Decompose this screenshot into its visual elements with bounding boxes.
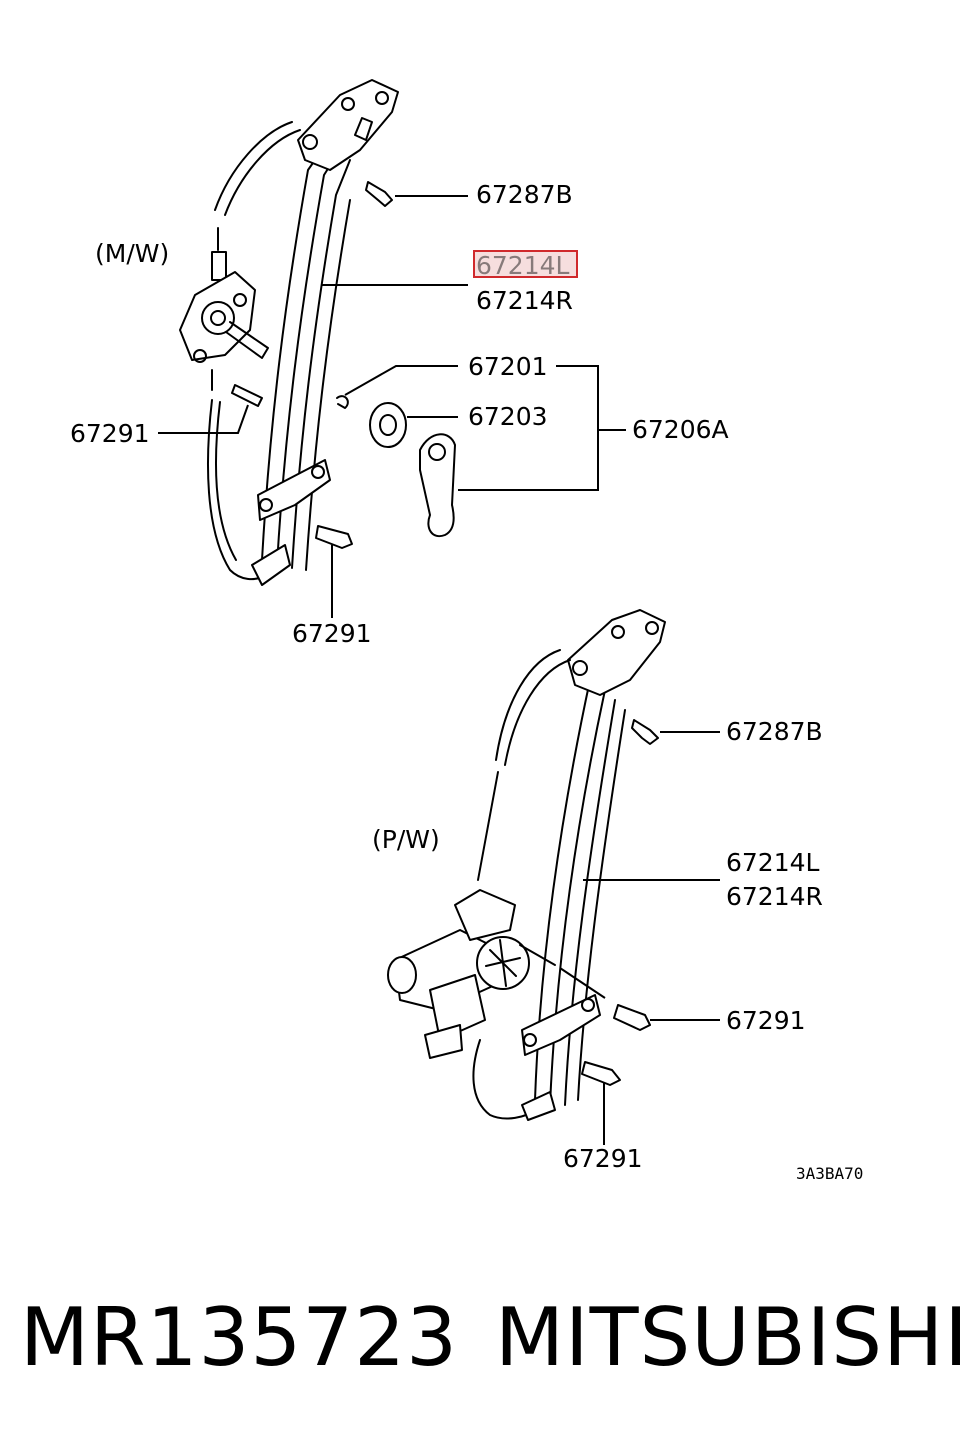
- drawing-code: 3A3BA70: [796, 1164, 863, 1183]
- callout-67214L-power: 67214L: [726, 848, 820, 877]
- brand-name: MITSUBISHI: [495, 1291, 960, 1384]
- callout-67214R-power: 67214R: [726, 882, 823, 911]
- callout-67206A: 67206A: [632, 415, 729, 444]
- power-variant-label: (P/W): [372, 825, 440, 854]
- manual-callout-labels: (M/W) 67287B 67214L 67214R 67201 67203 6…: [70, 180, 729, 648]
- highlight-box: [473, 250, 578, 278]
- callout-67287B-power: 67287B: [726, 717, 823, 746]
- callout-67214L-manual: 67214L: [476, 251, 570, 280]
- power-leader-lines: [559, 731, 720, 1145]
- manual-variant-label: (M/W): [95, 239, 169, 268]
- power-regulator-assembly: [387, 609, 666, 1121]
- part-number: MR135723: [20, 1291, 458, 1384]
- callout-67291-power-bottom: 67291: [563, 1144, 643, 1173]
- callout-67291-manual-bottom: 67291: [292, 619, 372, 648]
- callout-67287B-manual: 67287B: [476, 180, 573, 209]
- parts-diagram: (M/W) 67287B 67214L 67214R 67201 67203 6…: [70, 79, 863, 1183]
- manual-leader-lines: [158, 195, 626, 618]
- callout-67214R-manual: 67214R: [476, 286, 573, 315]
- power-callout-labels: (P/W) 67287B 67214L 67214R 67291 67291 3…: [372, 717, 863, 1183]
- caption: MR135723 MITSUBISHI: [0, 1288, 960, 1398]
- callout-67203: 67203: [468, 402, 548, 431]
- callout-67291-power-right: 67291: [726, 1006, 806, 1035]
- callout-67291-manual-left: 67291: [70, 419, 150, 448]
- callout-67201: 67201: [468, 352, 548, 381]
- manual-regulator-assembly: [179, 79, 456, 586]
